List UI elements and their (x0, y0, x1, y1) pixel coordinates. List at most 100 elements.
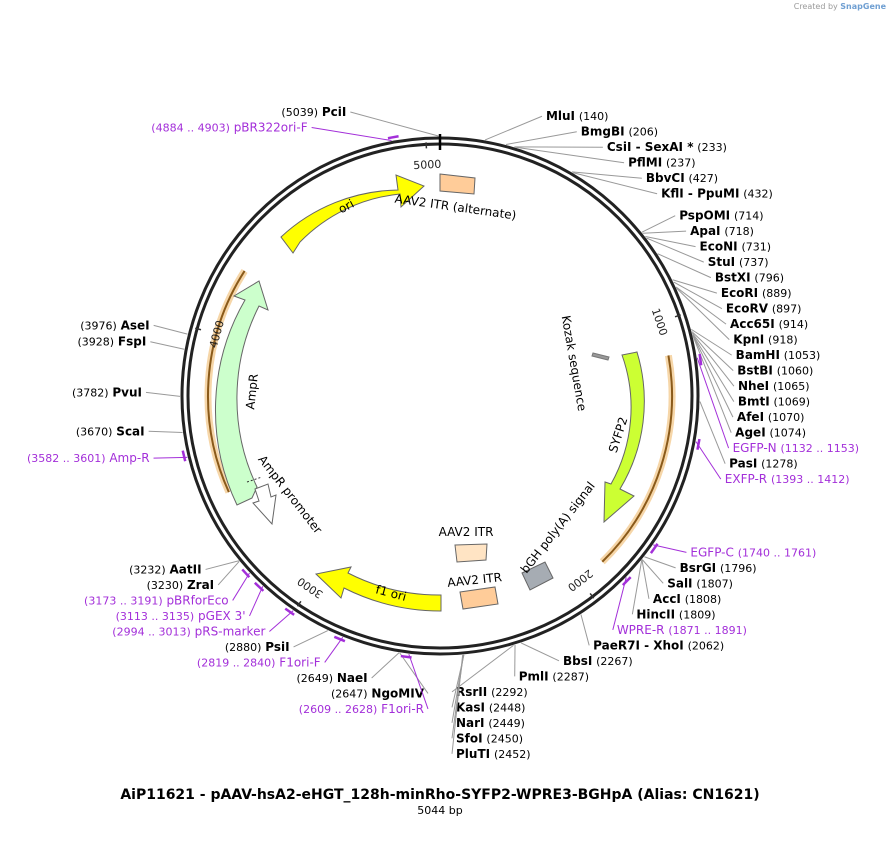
site-bbvci-427-position: (427) (689, 172, 719, 185)
site-nhei-1065-label[interactable]: NheI (1065) (738, 379, 810, 393)
site-hincii-1809-label[interactable]: HincII (1809) (636, 607, 715, 621)
site-pflmi-237-label[interactable]: PflMI (237) (628, 156, 696, 170)
primer-egfp-n-name: EGFP-N (733, 441, 777, 455)
site-bsrgi-1796-position: (1796) (720, 562, 757, 575)
feature-aav2-itr-alternate-box[interactable] (439, 173, 476, 195)
site-mlui-140-label[interactable]: MluI (140) (546, 109, 608, 123)
site-csii-sexai-233-label[interactable]: CsiI - SexAI * (233) (607, 140, 727, 154)
site-rsrii-2292-position: (2292) (491, 686, 528, 699)
primer-amp-r-label[interactable]: (3582 .. 3601) Amp-R (27, 451, 150, 465)
feature-ampr-promoter-arrow[interactable] (252, 483, 277, 526)
site-bbsi-2267-position: (2267) (596, 655, 633, 668)
primer-exfp-r-mark (696, 438, 701, 450)
site-pasi-1278-label[interactable]: PasI (1278) (729, 457, 798, 471)
site-bbvci-427-label[interactable]: BbvCI (427) (646, 171, 718, 185)
primer-f1ori-r-label[interactable]: (2609 .. 2628) F1ori-R (299, 702, 424, 716)
tick-label-5000: 5000 (413, 158, 442, 173)
site-kpni-918-leader (676, 287, 730, 340)
site-bstxi-796-label[interactable]: BstXI (796) (715, 271, 784, 285)
site-paer7i-xhoi-2062-label[interactable]: PaeR7I - XhoI (2062) (593, 638, 724, 652)
site-econi-731-label[interactable]: EcoNI (731) (700, 240, 771, 254)
site-naei-2649-name: NaeI (337, 671, 368, 685)
site-bstxi-796-leader (657, 253, 712, 279)
primer-pgex-3-label[interactable]: (3113 .. 3135) pGEX 3' (116, 609, 246, 623)
site-sali-1807-label[interactable]: SalI (1807) (667, 576, 733, 590)
site-bsrgi-1796-label[interactable]: BsrGI (1796) (680, 561, 757, 575)
site-pvui-3782-label[interactable]: (3782) PvuI (72, 385, 142, 399)
site-kasi-2448-label[interactable]: KasI (2448) (456, 700, 525, 714)
site-rsrii-2292-label[interactable]: RsrII (2292) (456, 685, 528, 699)
site-agei-1074-label[interactable]: AgeI (1074) (735, 426, 806, 440)
site-nari-2449-label[interactable]: NarI (2449) (456, 716, 525, 730)
site-asei-3976-label[interactable]: (3976) AseI (80, 318, 149, 332)
site-ecorv-897-label[interactable]: EcoRV (897) (726, 302, 802, 316)
site-ecorv-897-leader (673, 281, 723, 310)
primer-pbr322ori-f-name: pBR322ori-F (234, 121, 308, 135)
primer-exfp-r-label[interactable]: EXFP-R (1393 .. 1412) (725, 472, 850, 486)
site-apai-718-name: ApaI (690, 224, 720, 238)
site-hincii-1809-leader (631, 559, 643, 615)
site-bstbi-1060-leader (691, 331, 734, 372)
primer-prs-marker-position: (2994 .. 3013) (112, 625, 191, 638)
site-psii-2880-label[interactable]: (2880) PsiI (225, 640, 290, 654)
site-scai-3670-name: ScaI (116, 424, 144, 438)
primer-f1ori-f-mark (333, 635, 346, 643)
primer-egfp-c-label[interactable]: EGFP-C (1740 .. 1761) (690, 545, 816, 559)
site-sfoi-2450-label[interactable]: SfoI (2450) (456, 731, 523, 745)
site-pcii-5039-label[interactable]: (5039) PciI (281, 105, 346, 119)
primer-prs-marker-label[interactable]: (2994 .. 3013) pRS-marker (112, 624, 265, 638)
feature-kozak-sequence-label: Kozak sequence (559, 314, 590, 412)
site-ecorv-897-position: (897) (772, 303, 802, 316)
primer-f1ori-f-label[interactable]: (2819 .. 2840) F1ori-F (197, 655, 321, 669)
primer-egfp-n-label[interactable]: EGFP-N (1132 .. 1153) (733, 441, 859, 455)
site-nari-2449-name: NarI (456, 716, 485, 730)
site-bamhi-1053-label[interactable]: BamHI (1053) (736, 348, 821, 362)
site-ecori-889-label[interactable]: EcoRI (889) (721, 286, 792, 300)
site-fspi-3928-name: FspI (118, 335, 146, 349)
site-asei-3976-name: AseI (121, 318, 150, 332)
primer-pbrforeco-name: pBRforEco (166, 593, 228, 607)
feature-f1ori-arrow[interactable] (314, 566, 442, 612)
site-bbsi-2267-leader (520, 642, 560, 662)
site-acc65i-914-label[interactable]: Acc65I (914) (730, 317, 808, 331)
feature-ampr-arrow[interactable] (214, 280, 269, 506)
site-bmti-1069-label[interactable]: BmtI (1069) (738, 395, 810, 409)
primer-pbrforeco-label[interactable]: (3173 .. 3191) pBRforEco (84, 593, 229, 607)
site-aatii-3232-label[interactable]: (3232) AatII (129, 562, 201, 576)
site-bbsi-2267-label[interactable]: BbsI (2267) (563, 654, 633, 668)
site-pasi-1278-leader (699, 401, 726, 464)
feature-syfp2-arrow[interactable] (603, 351, 645, 524)
primer-egfp-c-position: (1740 .. 1761) (738, 546, 817, 559)
site-stui-737-label[interactable]: StuI (737) (708, 255, 769, 269)
site-pcii-5039-name: PciI (322, 105, 347, 119)
site-afei-1070-label[interactable]: AfeI (1070) (737, 410, 805, 424)
site-kpni-918-label[interactable]: KpnI (918) (733, 333, 797, 347)
primer-pbr322ori-f-label[interactable]: (4884 .. 4903) pBR322ori-F (151, 121, 307, 135)
site-pvui-3782-name: PvuI (112, 385, 142, 399)
site-bstbi-1060-label[interactable]: BstBI (1060) (737, 364, 813, 378)
site-scai-3670-label[interactable]: (3670) ScaI (76, 424, 145, 438)
site-pmli-2287-label[interactable]: PmlI (2287) (519, 669, 589, 683)
feature-aav2-itr-upper-box[interactable] (454, 543, 488, 563)
site-naei-2649-label[interactable]: (2649) NaeI (296, 671, 367, 685)
primer-wpre-r-label[interactable]: WPRE-R (1871 .. 1891) (617, 623, 747, 637)
site-pspomi-714-label[interactable]: PspOMI (714) (679, 209, 763, 223)
primer-exfp-r-position: (1393 .. 1412) (771, 473, 850, 486)
site-fspi-3928-label[interactable]: (3928) FspI (78, 335, 147, 349)
site-bmgbi-206-label[interactable]: BmgBI (206) (581, 125, 658, 139)
primer-wpre-r-name: WPRE-R (617, 623, 665, 637)
site-apai-718-label[interactable]: ApaI (718) (690, 224, 754, 238)
feature-aav2-itr-lower-box[interactable] (459, 586, 499, 610)
site-kfli-ppumi-432-label[interactable]: KflI - PpuMI (432) (661, 187, 773, 201)
feature-kozak-sequence-mark[interactable] (591, 352, 610, 361)
feature-bgh-polya-box[interactable] (521, 561, 554, 591)
feature-ori-arrow[interactable] (280, 174, 425, 254)
site-zrai-3230-label[interactable]: (3230) ZraI (147, 578, 215, 592)
site-ngomiv-2647-label[interactable]: (2647) NgoMIV (331, 686, 425, 700)
site-acci-1808-label[interactable]: AccI (1808) (653, 592, 721, 606)
site-scai-3670-leader (148, 430, 183, 433)
site-zrai-3230-leader (217, 560, 240, 586)
primer-egfp-c-leader (653, 544, 687, 553)
site-bamhi-1053-leader (691, 328, 732, 356)
site-pluti-2452-label[interactable]: PluTI (2452) (456, 747, 531, 761)
